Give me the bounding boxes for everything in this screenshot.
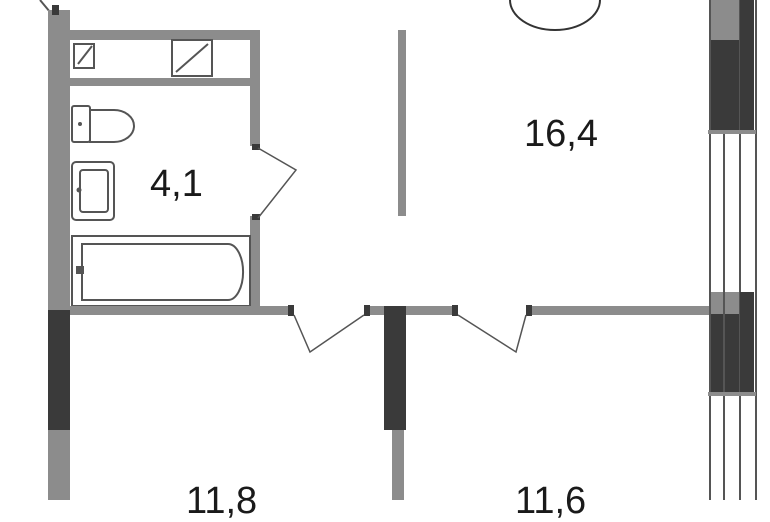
left-wall-cap — [52, 5, 59, 15]
toilet-icon — [71, 105, 135, 143]
window-sill — [708, 130, 756, 134]
door-jamb — [452, 305, 458, 316]
mid-wall-right — [530, 306, 710, 315]
bedroom-partition-light — [392, 430, 404, 500]
window-mullion — [740, 0, 754, 134]
sink-icon — [71, 161, 115, 221]
door-jamb-lower — [252, 214, 260, 220]
closet-shelf — [70, 37, 250, 40]
living-room-partition — [398, 30, 406, 216]
boiler-icon — [171, 39, 213, 77]
washing-machine-icon — [73, 43, 95, 69]
left-wall-upper — [48, 10, 70, 310]
door-jamb-upper — [252, 144, 260, 150]
right-bedroom-area: 11,6 — [515, 480, 587, 522]
left-bedroom-door-swing — [293, 314, 365, 354]
left-bedroom-area: 11,8 — [186, 480, 258, 522]
closet-bottom-wall — [70, 78, 260, 86]
bathroom-right-wall-lower — [250, 216, 260, 308]
window-sill — [708, 392, 756, 396]
bathroom-door-swing — [257, 147, 298, 219]
living-room-area: 16,4 — [524, 113, 598, 155]
bathroom-area: 4,1 — [150, 163, 203, 205]
door-jamb — [288, 305, 294, 316]
mid-wall-left — [70, 306, 290, 315]
door-jamb — [526, 305, 532, 316]
bathroom-right-wall-upper — [250, 86, 260, 146]
right-bedroom-door-swing — [457, 314, 527, 354]
bedroom-partition-dark — [384, 306, 406, 430]
bathtub-icon — [71, 235, 251, 307]
left-wall-dark — [48, 310, 70, 430]
window-mullion — [740, 292, 754, 392]
door-jamb — [364, 305, 370, 316]
closet-top-wall — [70, 30, 260, 37]
compass-circle — [509, 0, 601, 31]
mid-wall-center — [370, 306, 454, 315]
floor-plan — [39, 0, 757, 500]
right-wall-dark-upper — [710, 40, 740, 132]
right-wall-light-top — [710, 0, 740, 40]
left-wall-lower — [48, 430, 70, 500]
closet-right-wall — [250, 30, 260, 86]
